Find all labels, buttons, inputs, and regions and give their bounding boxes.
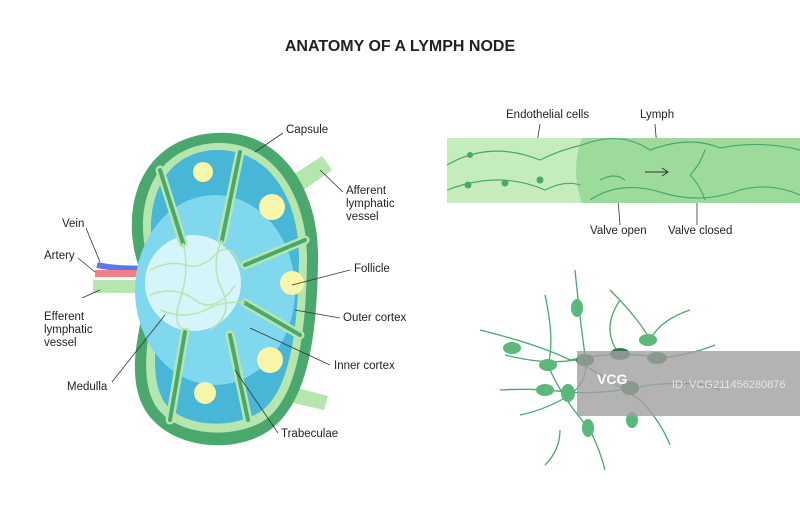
watermark-id: ID: VCG211456280876 <box>672 379 786 391</box>
page-title: ANATOMY OF A LYMPH NODE <box>284 38 516 55</box>
label-trabeculae: Trabeculae <box>281 428 339 440</box>
medulla-cords <box>149 239 246 331</box>
label-artery: Artery <box>44 250 75 262</box>
label-capsule: Capsule <box>286 124 329 136</box>
follicles <box>193 162 304 404</box>
watermark-logo: VCG <box>597 371 628 387</box>
label-follicle: Follicle <box>354 263 390 275</box>
label-valve-closed: Valve closed <box>668 225 733 237</box>
label-medulla: Medulla <box>67 381 108 393</box>
lymphatic-vessel <box>446 137 800 203</box>
label-endothelial-cells: Endothelial cells <box>506 109 590 121</box>
label-inner-cortex: Inner cortex <box>334 360 395 372</box>
label-lymph: Lymph <box>640 109 675 121</box>
label-valve-open: Valve open <box>590 225 647 237</box>
label-vein: Vein <box>62 218 85 230</box>
label-afferent-vessel: Afferent lymphatic vessel <box>346 185 395 223</box>
label-efferent-vessel: Efferent lymphatic vessel <box>44 311 93 349</box>
watermark: VCG ID: VCG211456280876 <box>577 351 800 416</box>
label-outer-cortex: Outer cortex <box>343 312 407 324</box>
lymph-node <box>131 132 319 446</box>
